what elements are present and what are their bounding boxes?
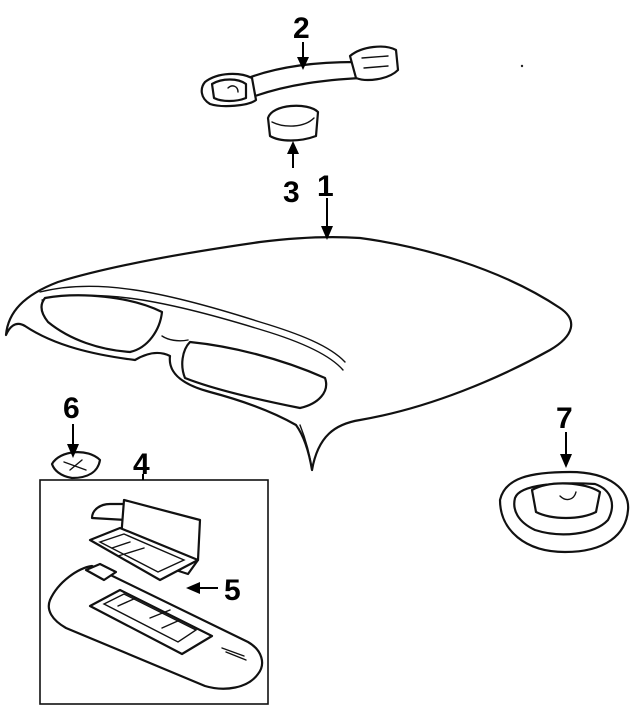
visor-group-box: [39, 479, 269, 705]
sun-visor-part: [47, 562, 264, 690]
arrowhead-1: [321, 226, 333, 240]
callout-2: 2: [293, 12, 310, 45]
callout-7: 7: [556, 402, 573, 435]
callouts: 1 2 3 4 5 6 7: [63, 12, 573, 607]
callout-1: 1: [317, 170, 334, 203]
dome-lamp-part: [498, 470, 630, 554]
arrowhead-7: [560, 454, 572, 468]
callout-4: 4: [133, 448, 150, 481]
clip-part: [266, 104, 320, 142]
arrowhead-3: [287, 141, 299, 154]
callout-3: 3: [283, 176, 300, 209]
arrowhead-6: [67, 444, 79, 458]
speck: [520, 64, 524, 68]
arrowhead-5: [186, 582, 200, 594]
arrowhead-2: [297, 57, 309, 70]
headliner-part: [4, 235, 573, 472]
callout-5: 5: [224, 574, 241, 607]
callout-6: 6: [63, 392, 80, 425]
leader-lines: [67, 42, 572, 594]
cover-part: [50, 451, 102, 480]
grab-handle-part: [200, 45, 400, 108]
vanity-mirror-part: [88, 498, 202, 582]
